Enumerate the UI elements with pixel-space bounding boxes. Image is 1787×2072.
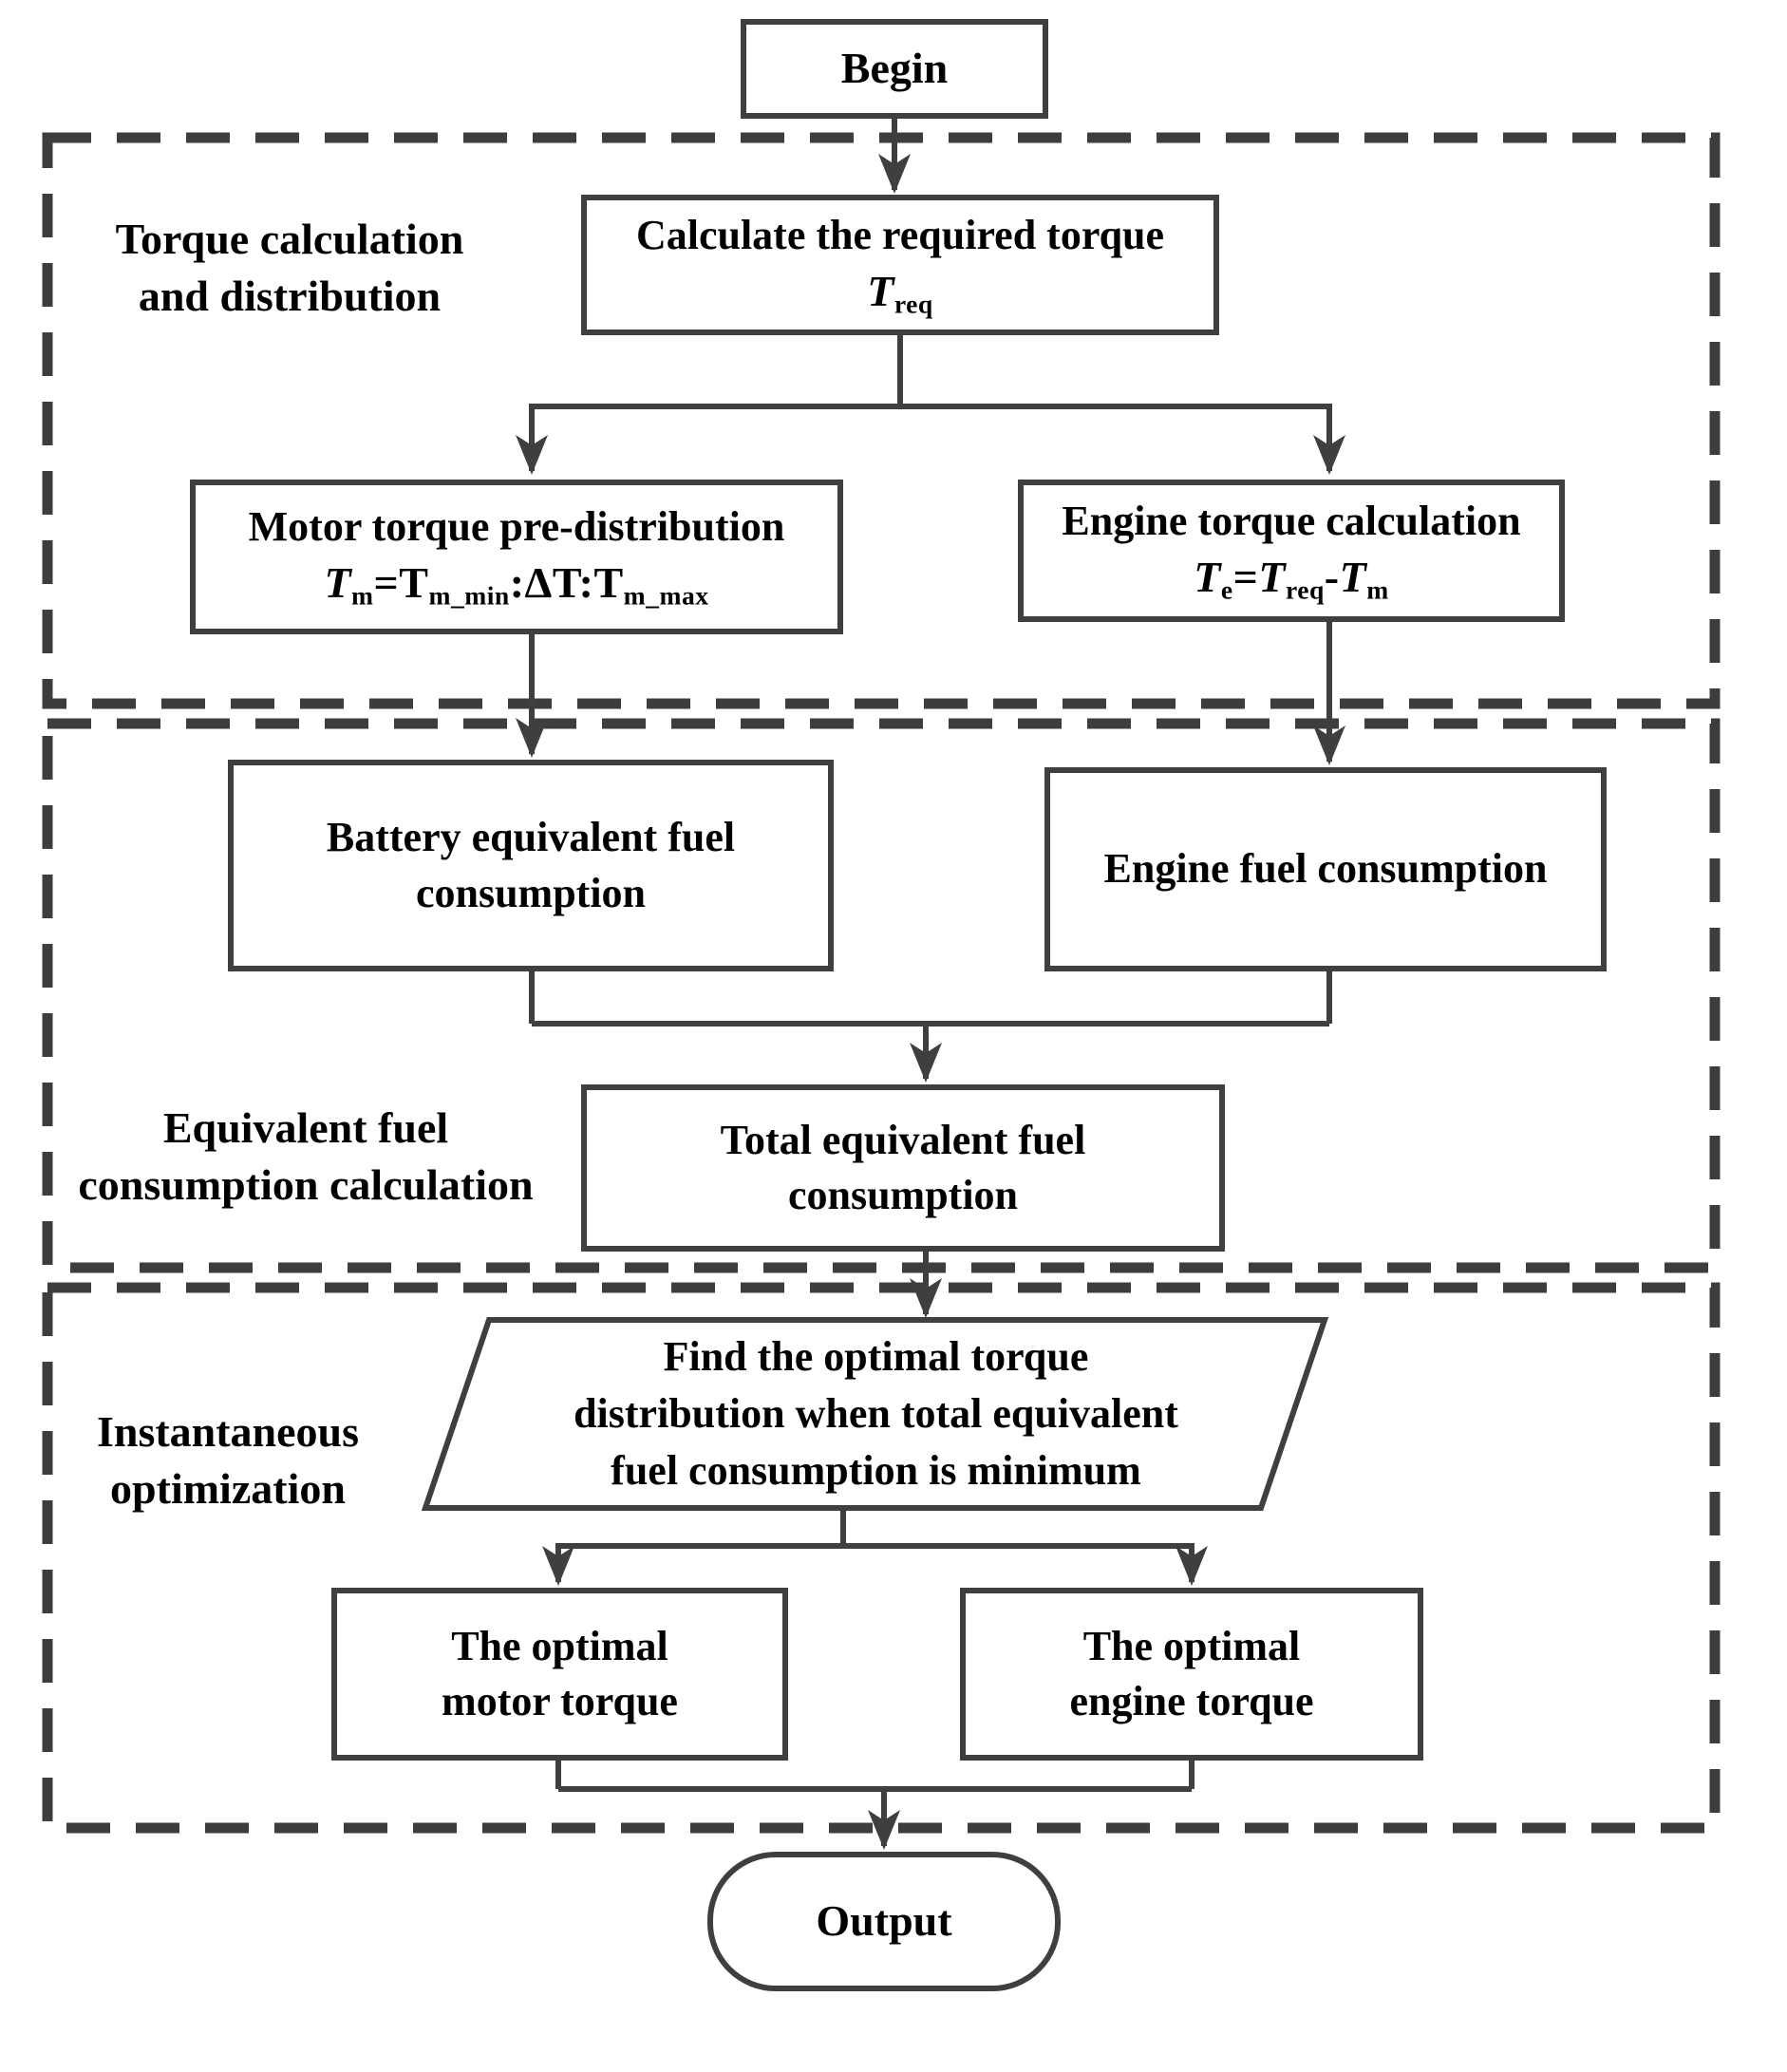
motor-pre-distribution-title: Motor torque pre-distribution — [248, 503, 785, 551]
section-border-torque-calculation — [42, 132, 1721, 709]
motor-pre-distribution-formula: Tm=Tm_min:ΔT:Tm_max — [324, 558, 709, 612]
calc-required-torque-formula: Treq — [867, 266, 933, 319]
motor-pre-distribution-node: Motor torque pre-distribution Tm=Tm_min:… — [190, 480, 843, 634]
section-label-line: Equivalent fuel — [162, 1103, 449, 1152]
section-border-equivalent-fuel — [42, 718, 1721, 1273]
section-label-instantaneous-optimization: Instantaneous optimization — [52, 1403, 404, 1517]
optimal-engine-line: The optimal — [1082, 1622, 1301, 1669]
optimal-motor-line: The optimal — [451, 1622, 668, 1669]
find-optimal-parallelogram-shape — [421, 1317, 1329, 1511]
calc-required-torque-title: Calculate the required torque — [635, 211, 1165, 258]
begin-label: Begin — [840, 44, 949, 93]
output-label: Output — [816, 1896, 952, 1946]
total-fuel-line: consumption — [787, 1172, 1019, 1218]
optimal-engine-line: engine torque — [1069, 1678, 1314, 1724]
engine-torque-calculation-formula: Te=Treq-Tm — [1194, 552, 1389, 605]
begin-node: Begin — [741, 19, 1048, 119]
section-label-line: and distribution — [138, 271, 442, 320]
optimal-motor-line: motor torque — [442, 1678, 678, 1724]
section-label-line: optimization — [110, 1463, 346, 1513]
engine-fuel-node: Engine fuel consumption — [1044, 767, 1607, 971]
calc-required-torque-node: Calculate the required torque Treq — [581, 195, 1219, 335]
battery-fuel-line: Battery equivalent fuel — [326, 814, 736, 861]
section-label-torque-calculation: Torque calculation and distribution — [66, 211, 513, 325]
engine-torque-calculation-node: Engine torque calculation Te=Treq-Tm — [1018, 480, 1565, 622]
find-optimal-line: distribution when total equivalent — [574, 1390, 1178, 1438]
total-fuel-node: Total equivalent fuel consumption — [581, 1084, 1225, 1252]
optimal-motor-node: The optimal motor torque — [331, 1588, 788, 1761]
find-optimal-node: Find the optimal torque distribution whe… — [446, 1328, 1306, 1500]
find-optimal-line: fuel consumption is minimum — [611, 1446, 1141, 1494]
engine-torque-calculation-title: Engine torque calculation — [1062, 497, 1521, 544]
section-label-equivalent-fuel: Equivalent fuel consumption calculation — [21, 1100, 591, 1214]
battery-fuel-node: Battery equivalent fuel consumption — [228, 760, 834, 971]
find-optimal-line: Find the optimal torque — [663, 1333, 1089, 1381]
output-node: Output — [707, 1852, 1061, 1991]
engine-fuel-line: Engine fuel consumption — [1103, 845, 1548, 893]
section-label-line: Torque calculation — [115, 215, 464, 263]
section-label-line: Instantaneous — [96, 1407, 360, 1456]
total-fuel-line: Total equivalent fuel — [720, 1116, 1086, 1163]
battery-fuel-line: consumption — [415, 869, 647, 916]
section-label-line: consumption calculation — [78, 1159, 534, 1209]
section-border-instantaneous-optimization — [42, 1282, 1721, 1834]
optimal-engine-node: The optimal engine torque — [960, 1588, 1423, 1761]
